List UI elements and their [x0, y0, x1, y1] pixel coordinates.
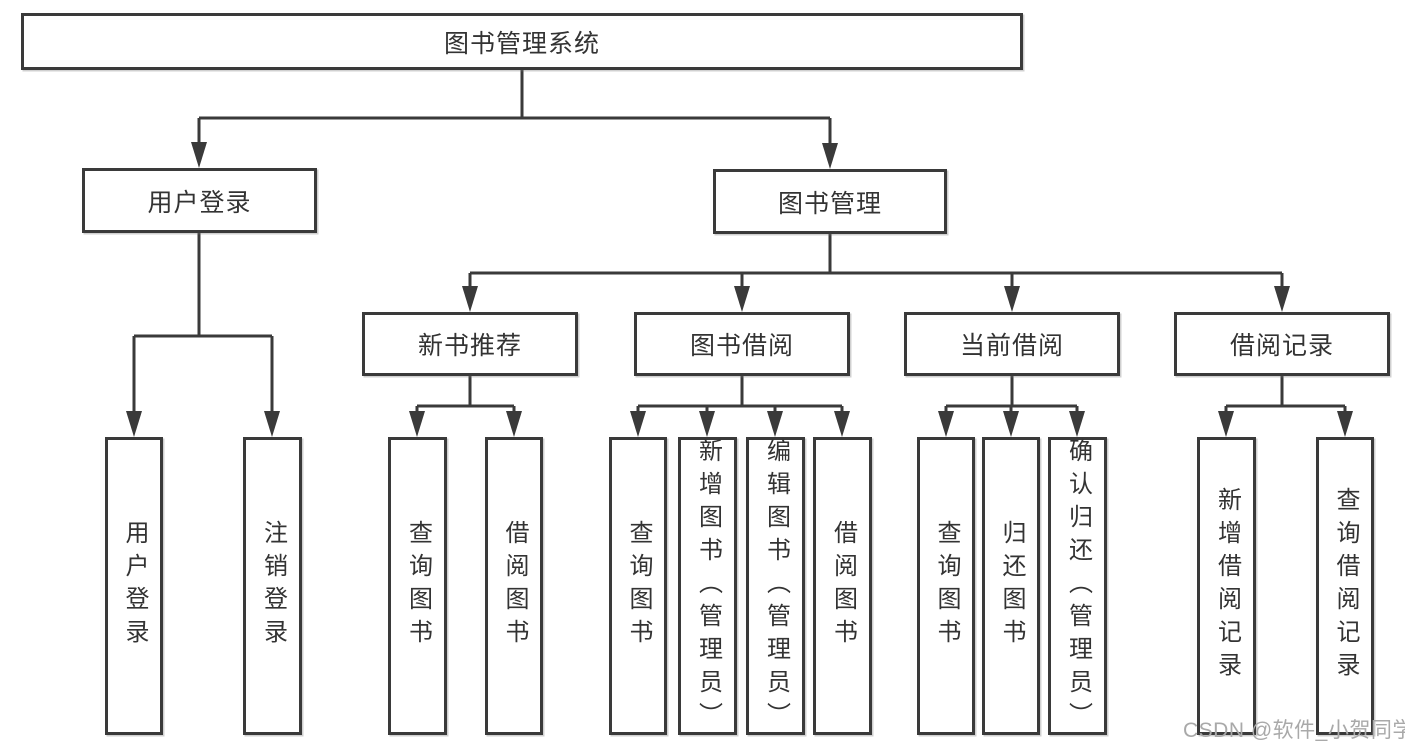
leaf-logout: 注销登录 — [243, 437, 302, 735]
leaf-add-book-admin: 新增图书（管理员） — [678, 437, 737, 735]
leaf-return-book-label: 归还图书 — [998, 520, 1025, 652]
connector-book-borrow-to-leaves — [630, 376, 850, 437]
leaf-query-borrow-record: 查询借阅记录 — [1316, 437, 1374, 735]
connector-user-login-to-leaves — [126, 233, 280, 437]
node-user-login: 用户登录 — [82, 168, 317, 233]
leaf-user-login-label: 用户登录 — [121, 520, 148, 652]
leaf-add-borrow-record: 新增借阅记录 — [1197, 437, 1256, 735]
node-root: 图书管理系统 — [21, 13, 1023, 70]
leaf-add-book-admin-label: 新增图书（管理员） — [694, 437, 722, 735]
connector-current-borrow-to-leaves — [938, 376, 1085, 437]
leaf-borrow-books-label: 借阅图书 — [829, 520, 857, 652]
leaf-borrow-books-recommend: 借阅图书 — [485, 437, 543, 735]
connector-new-book-recommend-to-leaves — [409, 376, 522, 437]
leaf-query-books-current-label: 查询图书 — [933, 520, 960, 652]
leaf-add-borrow-record-label: 新增借阅记录 — [1213, 487, 1241, 685]
leaf-query-books-recommend-label: 查询图书 — [404, 520, 432, 652]
node-borrow-records: 借阅记录 — [1174, 312, 1390, 376]
leaf-edit-book-admin: 编辑图书（管理员） — [746, 437, 805, 735]
node-new-book-recommend: 新书推荐 — [362, 312, 578, 376]
leaf-confirm-return-admin-label: 确认归还（管理员） — [1064, 437, 1092, 735]
leaf-edit-book-admin-label: 编辑图书（管理员） — [762, 437, 790, 735]
leaf-confirm-return-admin: 确认归还（管理员） — [1048, 437, 1107, 735]
watermark: CSDN @软件_小贺同学 — [1183, 719, 1405, 742]
leaf-query-books-borrow-label: 查询图书 — [625, 520, 652, 652]
leaf-return-book: 归还图书 — [982, 437, 1040, 735]
leaf-user-login: 用户登录 — [105, 437, 163, 735]
leaf-query-books-recommend: 查询图书 — [388, 437, 447, 735]
leaf-borrow-books-recommend-label: 借阅图书 — [501, 520, 528, 652]
connector-root-to-level2 — [191, 70, 838, 169]
node-book-borrow: 图书借阅 — [634, 312, 850, 376]
leaf-query-books-borrow: 查询图书 — [609, 437, 667, 735]
leaf-logout-label: 注销登录 — [259, 520, 287, 652]
leaf-borrow-books: 借阅图书 — [813, 437, 872, 735]
leaf-query-borrow-record-label: 查询借阅记录 — [1332, 487, 1359, 685]
connector-borrow-records-to-leaves — [1218, 376, 1353, 437]
node-current-borrow: 当前借阅 — [904, 312, 1120, 376]
node-book-management: 图书管理 — [713, 169, 947, 234]
leaf-query-books-current: 查询图书 — [917, 437, 975, 735]
connector-book-management-to-level3 — [462, 234, 1290, 312]
